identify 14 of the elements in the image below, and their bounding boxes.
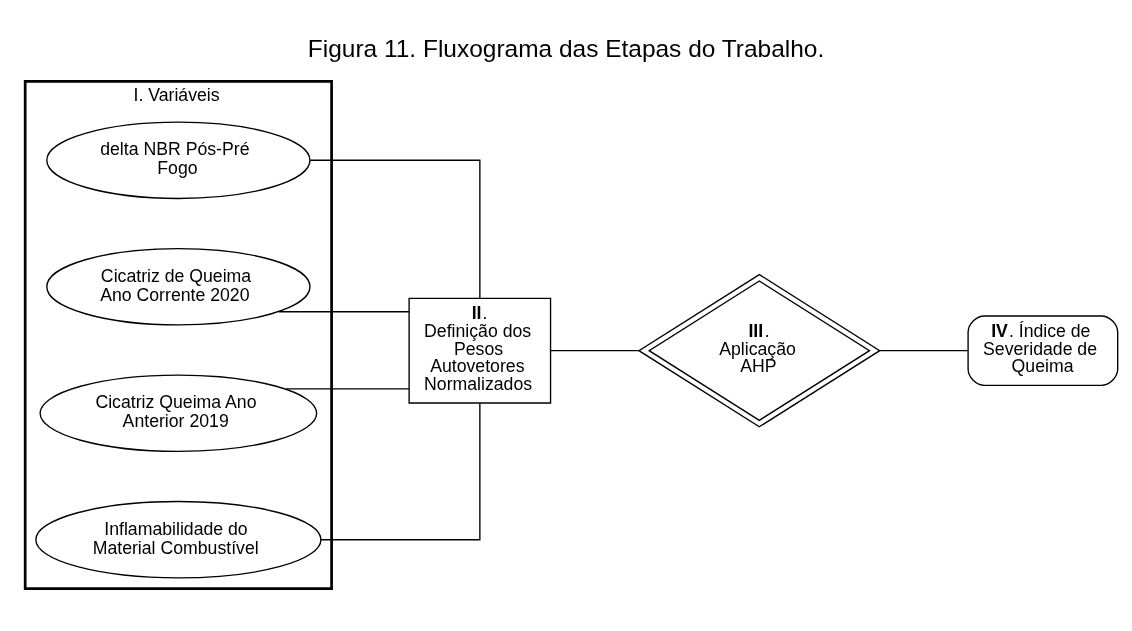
connector: [309, 159, 481, 299]
node-ellipse: Cicatriz Queima Ano Anterior 2019: [39, 373, 318, 452]
connector: [550, 349, 640, 351]
diagram-title: Figura 11. Fluxograma das Etapas do Trabalho.: [307, 34, 825, 62]
node-diamond: III. Aplicação AHP: [637, 273, 881, 428]
node-box: II. Definição dos Pesos Autovetores Normalizados: [408, 297, 552, 404]
node-ellipse: Inflamabilidade do Material Combustível: [35, 500, 322, 579]
connector: [879, 349, 969, 351]
node-box: IV. Índice de Severidade de Queima: [967, 314, 1119, 386]
node-ellipse: delta NBR Pós-Pré Fogo: [46, 120, 311, 199]
node-ellipse: Cicatriz de Queima Ano Corrente 2020: [46, 247, 311, 326]
connector: [285, 387, 410, 390]
connector: [278, 310, 410, 312]
connector: [320, 402, 481, 540]
